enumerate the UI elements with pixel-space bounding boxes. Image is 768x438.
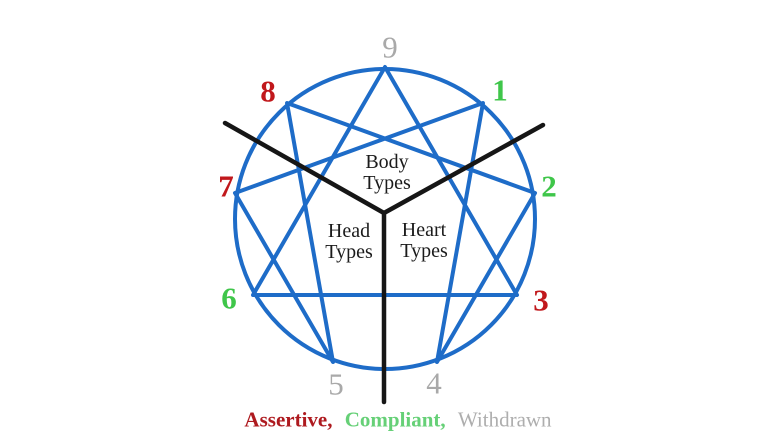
type-number-6: 6 [221, 280, 237, 316]
type-number-3: 3 [533, 282, 549, 318]
divider-upper-right [381, 122, 546, 216]
legend: Assertive, Compliant, Withdrawn [244, 407, 552, 432]
legend-item-withdrawn: Withdrawn [457, 407, 552, 432]
type-number-2: 2 [541, 168, 557, 204]
sector-label-body: Body Types [363, 151, 411, 194]
hexad-1-4-2-8-5-7 [233, 101, 537, 364]
type-number-7: 7 [218, 168, 234, 204]
divider-upper-left [222, 120, 387, 216]
type-number-5: 5 [328, 366, 344, 402]
type-number-1: 1 [492, 72, 508, 108]
sector-label-head: Head Types [325, 220, 373, 263]
sector-dividers [222, 120, 546, 405]
legend-item-assertive: Assertive, [244, 407, 333, 432]
type-number-4: 4 [426, 365, 442, 401]
type-number-8: 8 [260, 73, 276, 109]
sector-label-heart: Heart Types [400, 219, 448, 262]
legend-item-compliant: Compliant, [344, 407, 446, 432]
type-number-9: 9 [382, 29, 398, 65]
